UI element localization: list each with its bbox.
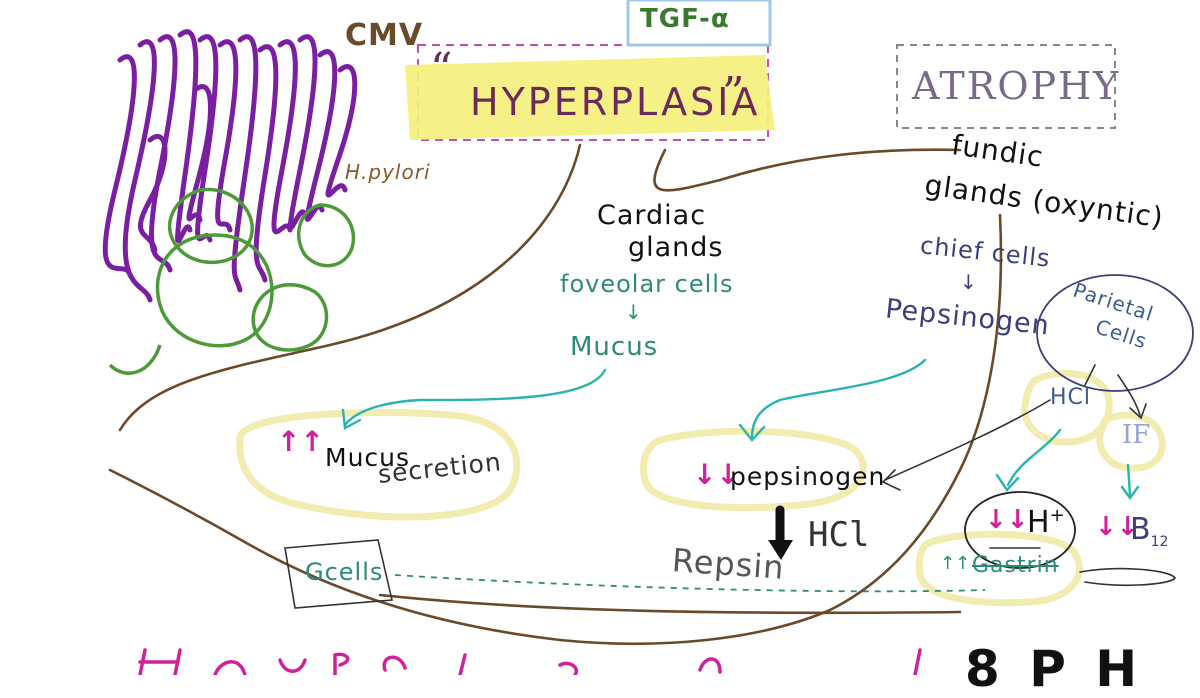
gastrin-ring xyxy=(915,530,1083,607)
open-quote: “ xyxy=(430,44,453,95)
if-label: IF xyxy=(1122,420,1151,450)
foveolar-arrow: ↓ xyxy=(625,300,642,324)
villus-strand xyxy=(231,34,259,293)
atrophy-dashed-box xyxy=(896,44,1116,129)
cardiac-label: Cardiac xyxy=(597,200,707,231)
tgf-box xyxy=(626,0,772,47)
arrow-parietal-to-pepsinogen xyxy=(884,399,1051,481)
h-plus-circle xyxy=(964,491,1076,569)
mucus-secretion-label-1: Mucus xyxy=(325,443,411,472)
pepsinogen-down-arrows: ↓↓ xyxy=(693,458,740,491)
green-cells xyxy=(108,187,356,375)
villus-strand xyxy=(325,64,358,198)
gastrin-label: Gastrin xyxy=(972,553,1059,578)
close-quote: ” xyxy=(722,68,745,119)
parietal-cell-outline xyxy=(1036,274,1194,392)
hyperplasia-label: HYPERPLASIA xyxy=(470,80,761,124)
villus-strand xyxy=(175,29,199,244)
arrow-parietal-to-if xyxy=(1117,374,1141,416)
green-cell-2 xyxy=(155,233,274,348)
stomach-outer-right xyxy=(108,213,1003,646)
tgf-alpha-label: TGF-α xyxy=(640,4,730,34)
arrow-head-4 xyxy=(1120,485,1140,501)
villi-strands xyxy=(102,29,358,303)
foveolar-cells-label: foveolar cells xyxy=(560,270,734,298)
villus-strand xyxy=(186,84,213,223)
diagram-drawing xyxy=(102,0,1194,675)
villus-strand xyxy=(253,44,279,283)
arrow-head-5 xyxy=(881,469,901,491)
teal-arrows xyxy=(341,358,1140,501)
gcells-gastrin-dashed xyxy=(394,574,986,593)
villus-strand xyxy=(122,39,157,303)
villus-strand xyxy=(304,49,338,222)
cmv-label: CMV xyxy=(345,18,424,53)
arrow-hcl-to-h xyxy=(1006,428,1062,487)
bottom-right-partial: 8 P H xyxy=(965,640,1144,698)
h-pylori-label: H.pylori xyxy=(345,160,431,184)
h-plus-sup: + xyxy=(1049,505,1065,526)
green-cell-4 xyxy=(251,283,329,352)
green-cell-3 xyxy=(296,203,356,268)
if-ring xyxy=(1096,411,1166,472)
b12-down-arrows: ↓↓ xyxy=(1095,512,1139,542)
diagram-stage: CMV H.pylori TGF-α “ HYPERPLASIA ” ATROP… xyxy=(102,0,1194,698)
mucus-secretion-ring xyxy=(236,408,521,521)
arrow-head-3 xyxy=(995,473,1020,492)
arrow-head-2 xyxy=(738,423,766,442)
pepsinogen-ring xyxy=(640,427,867,512)
gastrin-up-arrows: ↑↑ xyxy=(940,553,971,574)
arrow-mucus-to-secretion xyxy=(343,368,607,427)
mucus-label: Mucus xyxy=(570,332,659,362)
h-plus-letter: H xyxy=(1027,505,1050,540)
arrow-pepsinogen-to-down xyxy=(750,358,927,440)
stomach-lower-curve xyxy=(378,593,962,615)
b12-label: B12 xyxy=(1130,512,1168,550)
villus-strand xyxy=(102,54,137,278)
hcl-catalyst-label: HCl xyxy=(808,515,870,555)
pepsin-conversion-arrowhead xyxy=(768,540,793,560)
arrow-head-6 xyxy=(1129,403,1147,420)
arrow-parietal-to-hcl xyxy=(1084,364,1096,386)
green-cell-1 xyxy=(168,187,254,265)
h-plus-down-arrows: ↓↓ xyxy=(985,505,1029,535)
h-plus-label: H+ xyxy=(1027,505,1065,540)
b12-sub: 12 xyxy=(1150,534,1169,550)
dark-arrows xyxy=(881,364,1176,586)
stomach-inner-top xyxy=(118,143,582,432)
arrow-head-1 xyxy=(341,408,362,430)
villus-strand xyxy=(271,39,298,235)
villus-strand xyxy=(215,39,239,233)
hcl-parietal-label: HCl xyxy=(1050,385,1092,410)
gcells-label: Gcells xyxy=(305,558,384,586)
bottom-title-strokes xyxy=(138,648,922,675)
gastrin-swirl xyxy=(1079,567,1176,586)
villus-strand xyxy=(287,34,318,231)
b12-letter: B xyxy=(1130,512,1151,547)
villus-strand xyxy=(137,134,168,253)
pepsinogen-down-label: pepsinogen xyxy=(730,462,886,491)
green-base-curve xyxy=(108,344,162,375)
mucus-up-arrows: ↑↑ xyxy=(277,425,324,458)
gcells-box xyxy=(284,539,393,609)
stomach-fundus-curve xyxy=(653,148,962,192)
repsin-label: Repsin xyxy=(670,541,786,587)
atrophy-label: ATROPHY xyxy=(912,64,1121,108)
stomach-outline xyxy=(108,143,1003,646)
chief-arrow: ↓ xyxy=(960,270,977,294)
arrow-if-to-b12 xyxy=(1126,463,1132,497)
cardiac-glands-label: glands xyxy=(628,232,724,263)
hyperplasia-highlight xyxy=(405,55,775,140)
